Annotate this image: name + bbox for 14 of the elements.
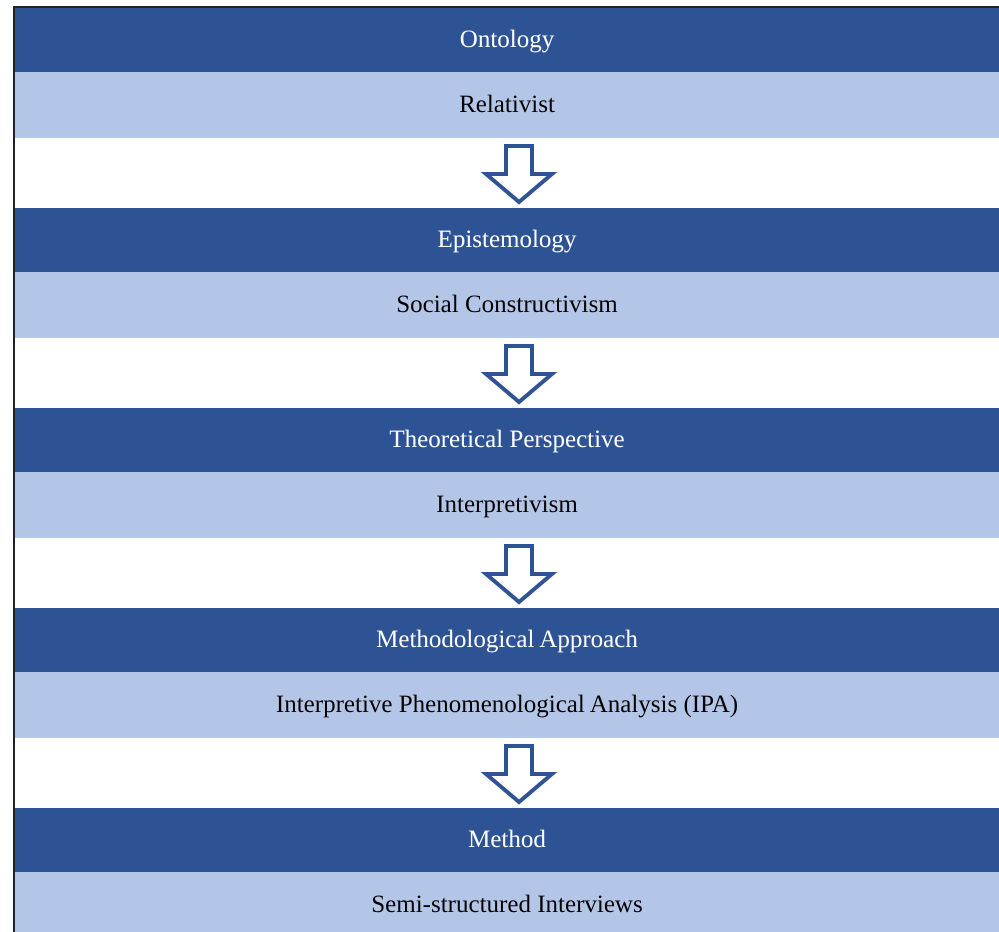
value-band: Social Constructivism [15, 272, 999, 338]
hollow-down-arrow [480, 344, 558, 405]
hollow-down-arrow [480, 744, 558, 805]
hollow-down-arrow [480, 544, 558, 605]
heading-band: Methodological Approach [15, 608, 999, 672]
heading-band: Method [15, 808, 999, 872]
value-band: Semi-structured Interviews [15, 872, 999, 932]
value-band: Relativist [15, 72, 999, 138]
heading-band: Theoretical Perspective [15, 408, 999, 472]
heading-band: Epistemology [15, 208, 999, 272]
hollow-down-arrow [480, 144, 558, 205]
value-band: Interpretivism [15, 472, 999, 538]
value-band: Interpretive Phenomenological Analysis (IPA) [15, 672, 999, 738]
heading-band: Ontology [15, 8, 999, 72]
